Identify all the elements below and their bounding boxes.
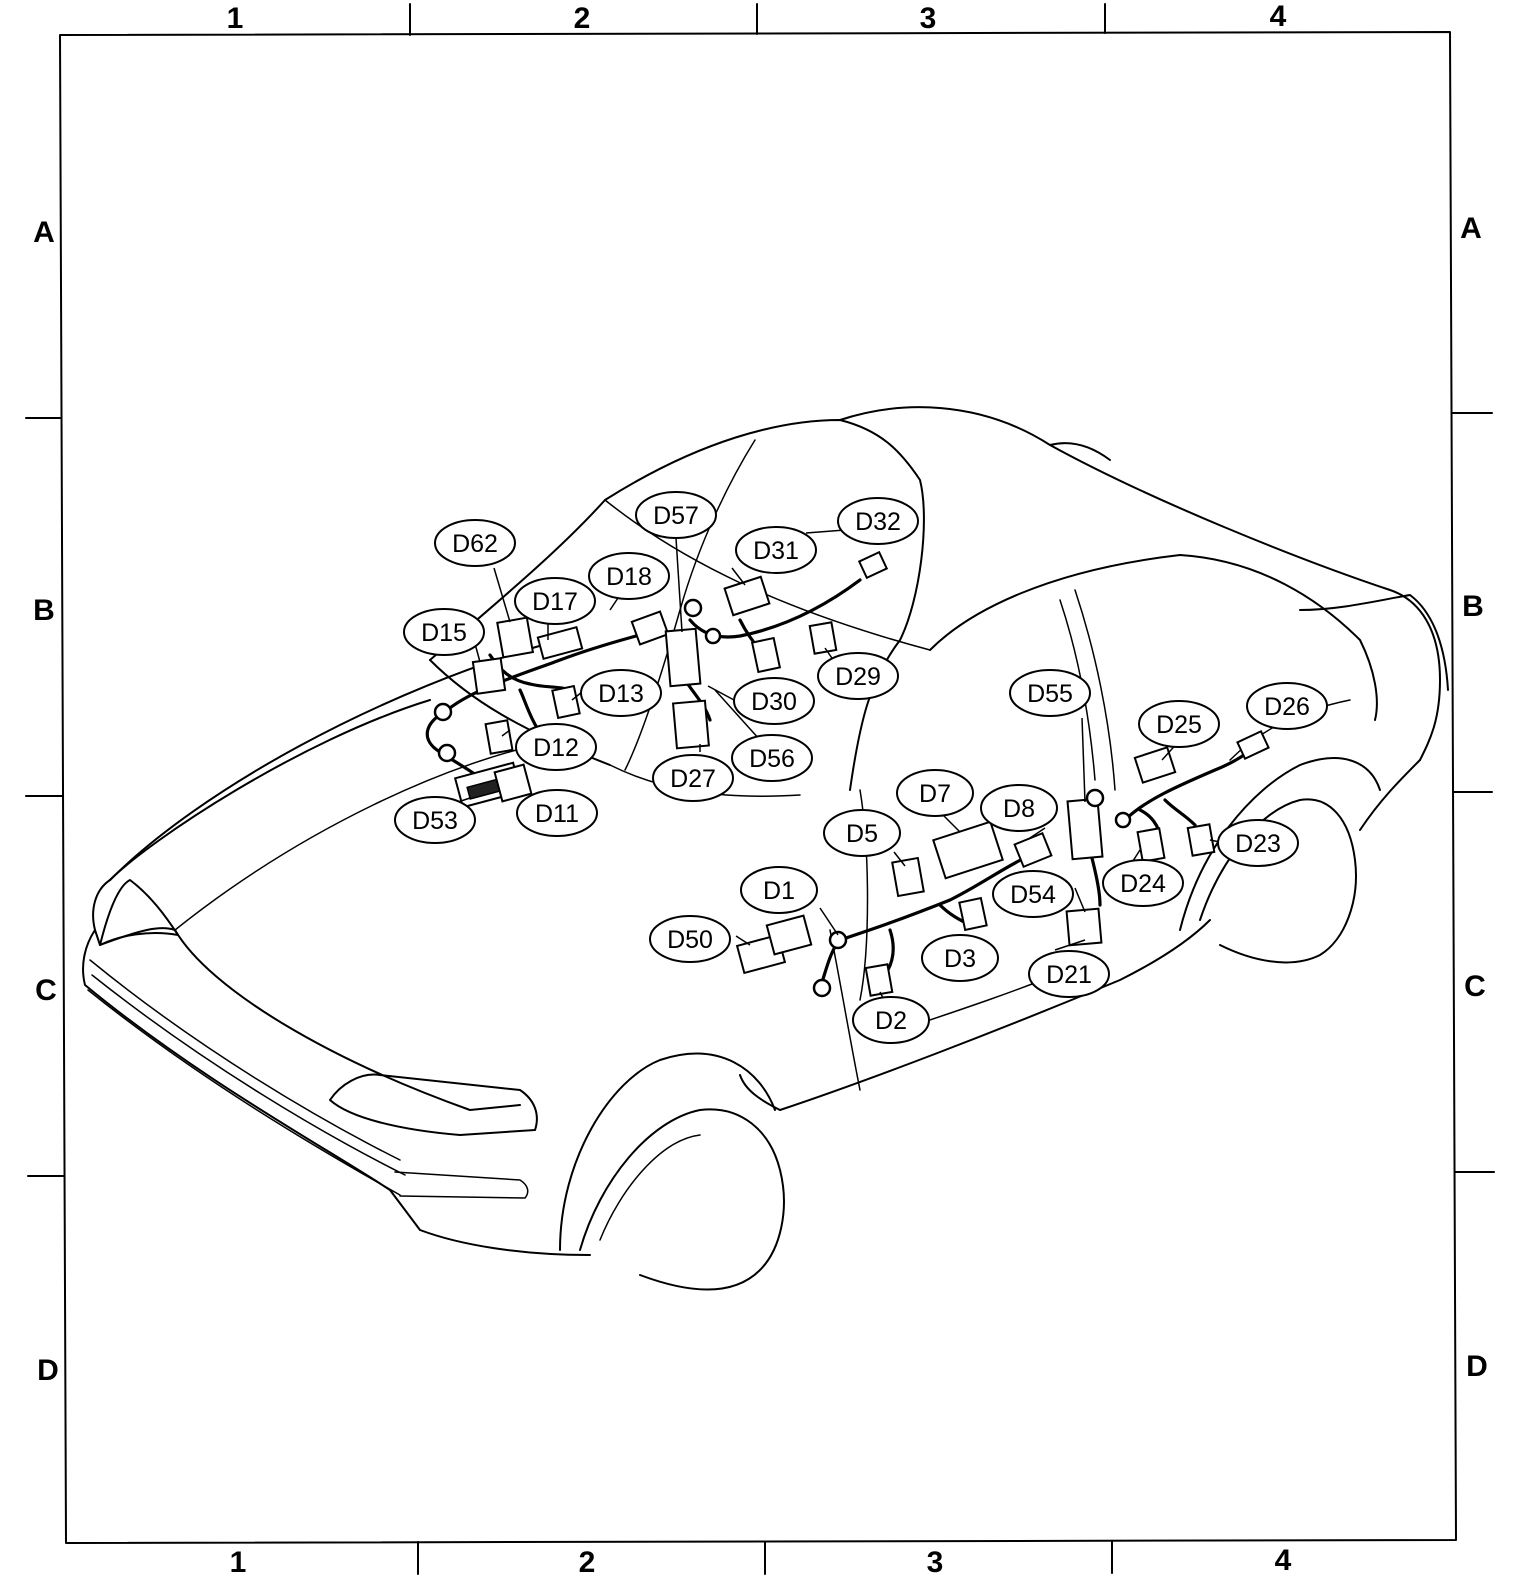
row-label-right-B: B [1462, 590, 1484, 623]
diagram-frame [25, 3, 1495, 1575]
callout-D24: D24 [1102, 859, 1184, 907]
col-label-bottom-3: 3 [927, 1546, 944, 1579]
col-label-top-3: 3 [920, 2, 937, 35]
svg-text:D25: D25 [1156, 711, 1202, 739]
col-label-top-2: 2 [574, 2, 591, 35]
col-label-top-4: 4 [1270, 0, 1287, 33]
row-label-left-C: C [35, 974, 57, 1007]
callout-D5: D5 [823, 809, 901, 857]
row-label-right-D: D [1466, 1350, 1488, 1383]
callout-D15: D15 [403, 608, 485, 656]
col-label-bottom-2: 2 [579, 1546, 596, 1579]
col-label-top-1: 1 [227, 2, 244, 35]
svg-text:D62: D62 [452, 530, 498, 558]
callout-D1: D1 [740, 866, 818, 914]
callout-D55: D55 [1009, 669, 1091, 717]
callout-D62: D62 [434, 519, 516, 567]
svg-text:D27: D27 [670, 765, 716, 793]
svg-text:D2: D2 [875, 1007, 907, 1035]
svg-text:D55: D55 [1027, 680, 1073, 708]
row-label-left-B: B [33, 594, 55, 627]
connector-shapes [433, 550, 1270, 998]
callout-D2: D2 [852, 996, 930, 1044]
svg-text:D17: D17 [532, 588, 578, 616]
svg-text:D7: D7 [919, 780, 951, 808]
callout-D30: D30 [733, 677, 815, 725]
callout-D56: D56 [731, 734, 813, 782]
svg-text:D11: D11 [535, 800, 579, 828]
callout-D26: D26 [1246, 682, 1328, 730]
svg-text:D23: D23 [1235, 830, 1281, 858]
callout-D53: D53 [394, 796, 476, 844]
callout-D29: D29 [817, 652, 899, 700]
row-label-right-A: A [1460, 212, 1482, 245]
svg-text:D3: D3 [944, 945, 976, 973]
svg-text:D8: D8 [1003, 795, 1035, 823]
row-label-left-A: A [33, 216, 55, 249]
svg-text:D1: D1 [763, 877, 795, 905]
callout-D31: D31 [735, 526, 817, 574]
svg-text:D26: D26 [1264, 693, 1310, 721]
svg-text:D18: D18 [606, 563, 652, 591]
callouts: D62 D57 D32 D31 D18 D17 D15 D13 [394, 491, 1328, 1044]
col-label-bottom-1: 1 [230, 1546, 247, 1579]
grid-labels: 1 2 3 4 1 2 3 4 A B C D A B C D [33, 0, 1488, 1579]
svg-text:D24: D24 [1120, 870, 1166, 898]
svg-text:D54: D54 [1010, 881, 1056, 909]
row-label-right-C: C [1464, 970, 1486, 1003]
svg-text:D32: D32 [855, 508, 901, 536]
svg-text:D5: D5 [846, 820, 878, 848]
callout-D25: D25 [1138, 700, 1220, 748]
svg-text:D13: D13 [598, 680, 644, 708]
svg-text:D15: D15 [421, 619, 467, 647]
col-label-bottom-4: 4 [1275, 1544, 1292, 1577]
callout-D7: D7 [896, 769, 974, 817]
callout-D3: D3 [921, 934, 999, 982]
svg-text:D50: D50 [667, 926, 713, 954]
callout-D11: D11 [516, 789, 598, 837]
svg-text:D57: D57 [653, 502, 699, 530]
svg-text:D21: D21 [1046, 961, 1092, 989]
svg-text:D53: D53 [412, 807, 458, 835]
callout-D17: D17 [514, 577, 596, 625]
callout-D50: D50 [649, 915, 731, 963]
svg-text:D30: D30 [751, 688, 797, 716]
svg-text:D12: D12 [533, 734, 579, 762]
callout-D12: D12 [515, 723, 597, 771]
callout-D23: D23 [1217, 819, 1299, 867]
callout-D8: D8 [980, 784, 1058, 832]
callout-D27: D27 [652, 754, 734, 802]
callout-D32: D32 [837, 497, 919, 545]
callout-D18: D18 [588, 552, 670, 600]
svg-text:D56: D56 [749, 745, 795, 773]
callout-D21: D21 [1028, 950, 1110, 998]
row-label-left-D: D [37, 1354, 59, 1387]
svg-text:D29: D29 [835, 663, 881, 691]
svg-text:D31: D31 [753, 537, 799, 565]
callout-D13: D13 [580, 669, 662, 717]
callout-D57: D57 [635, 491, 717, 539]
callout-D54: D54 [992, 870, 1074, 918]
